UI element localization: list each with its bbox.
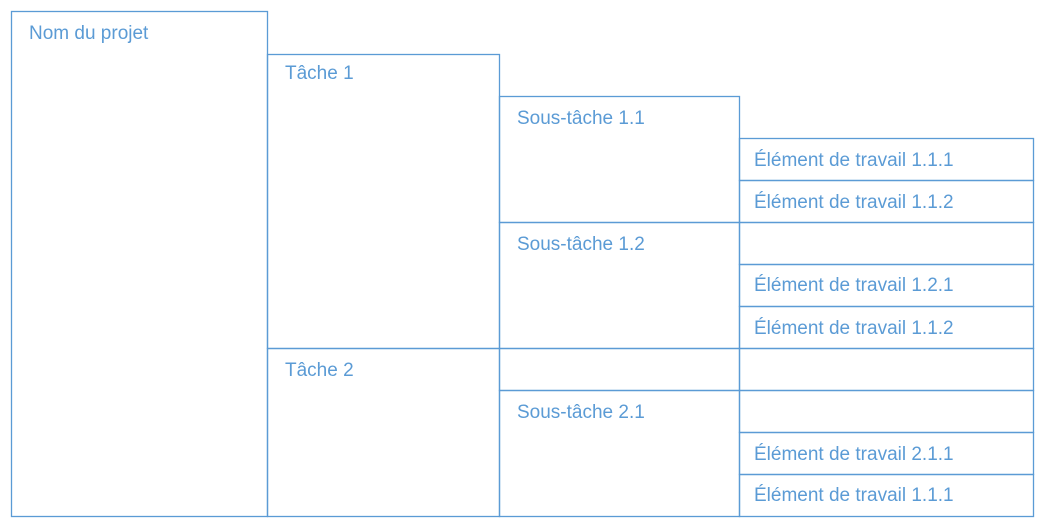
task-2-row-spacer-cell <box>738 347 1035 392</box>
task-2-spacer-cell <box>498 347 741 392</box>
work-item-2-1-2-label: Élément de travail 1.1.1 <box>754 485 954 506</box>
work-item-2-1-2-cell <box>738 473 1035 518</box>
subtask-2-1-spacer-cell <box>738 389 1035 434</box>
work-item-1-2-1-label: Élément de travail 1.2.1 <box>754 275 954 296</box>
task-2-label: Tâche 2 <box>285 360 354 381</box>
project-name-label: Nom du projet <box>29 23 149 44</box>
wbs-labels: Nom du projet Tâche 1 Sous-tâche 1.1 Élé… <box>29 23 954 506</box>
project-cell <box>10 10 269 518</box>
subtask-2-1-label: Sous-tâche 2.1 <box>517 402 645 423</box>
subtask-1-2-label: Sous-tâche 1.2 <box>517 234 645 255</box>
work-item-1-2-2-label: Élément de travail 1.1.2 <box>754 318 954 339</box>
work-item-2-1-1-label: Élément de travail 2.1.1 <box>754 444 954 465</box>
wbs-cells <box>10 10 1035 518</box>
work-item-1-1-2-label: Élément de travail 1.1.2 <box>754 192 954 213</box>
task-1-label: Tâche 1 <box>285 63 354 84</box>
task-1-cell <box>266 53 501 350</box>
work-item-1-1-1-label: Élément de travail 1.1.1 <box>754 150 954 171</box>
subtask-1-1-label: Sous-tâche 1.1 <box>517 108 645 129</box>
subtask-1-2-spacer-cell <box>738 221 1035 266</box>
